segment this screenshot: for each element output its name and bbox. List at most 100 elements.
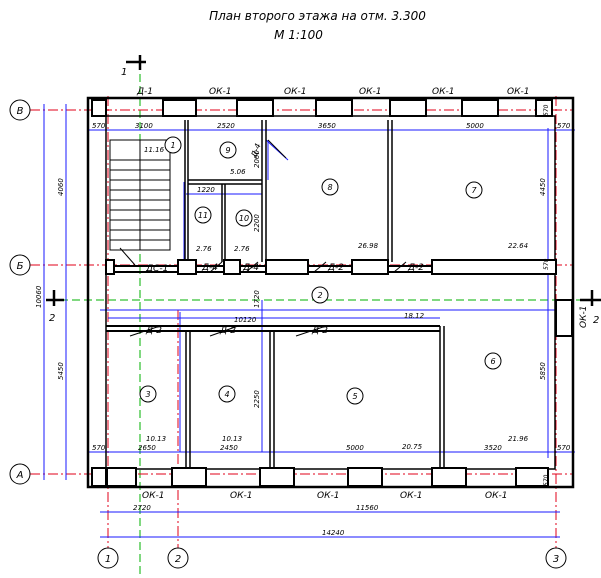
dim-text: 5450: [57, 362, 65, 380]
plan-title: План второго этажа на отм. 3.300: [209, 9, 426, 23]
svg-text:6: 6: [490, 357, 495, 366]
door-label: Д-2: [327, 263, 344, 273]
dim-text: 2000: [253, 150, 261, 168]
dim-text: 2650: [138, 444, 156, 452]
dim-text: 5850: [539, 362, 547, 380]
dim-text: 11560: [356, 504, 379, 512]
dim-text: 570: [92, 444, 106, 452]
dim-text: 14240: [322, 529, 345, 537]
window-label-top: Д-1: [136, 87, 153, 97]
section-mark-right-label: 2: [593, 315, 599, 326]
axis-label-col-2: 2: [175, 554, 181, 565]
door-label: Д-2: [407, 263, 424, 273]
door-label: Д-2: [311, 326, 328, 336]
room-marker: 9: [219, 141, 237, 159]
window-label-bottom: ОК-1: [230, 491, 252, 501]
dim-text: 1720: [253, 290, 261, 308]
dim-text: 570: [557, 122, 571, 130]
window-label-bottom: ОК-1: [317, 491, 339, 501]
room-area: 2.76: [196, 245, 212, 253]
dim-text: 2450: [220, 444, 238, 452]
axis-bubble-row-v: В: [9, 99, 31, 121]
axis-bubble-row-b: Б: [9, 254, 31, 276]
door-label: Д-4: [201, 263, 218, 273]
window-label-top: ОК-1: [209, 87, 231, 97]
dim-text: 3650: [318, 122, 336, 130]
axis-label-col-1: 1: [105, 554, 111, 565]
dim-text: 570: [543, 258, 550, 270]
dim-text: 2200: [253, 214, 261, 232]
room-marker: 7: [465, 181, 483, 199]
axis-label-row-v: В: [17, 106, 24, 117]
axis-label-col-3: 3: [553, 554, 559, 565]
window-label-top: ОК-1: [284, 87, 306, 97]
svg-text:1: 1: [170, 141, 175, 150]
walls: [86, 96, 575, 489]
dim-text: 4060: [57, 178, 65, 196]
room-area: 21.96: [508, 435, 529, 443]
svg-text:2: 2: [317, 291, 322, 300]
svg-text:8: 8: [327, 183, 332, 192]
dim-text: 3520: [484, 444, 502, 452]
section-mark-left-label: 2: [49, 313, 55, 324]
dim-text: 4450: [539, 178, 547, 196]
dim-text: 2720: [133, 504, 151, 512]
openings: [91, 99, 573, 487]
section-mark-right: 2: [580, 290, 601, 326]
window-label-right: ОК-1: [579, 306, 589, 328]
dim-text: 10060: [35, 285, 43, 308]
room-marker: 2: [311, 286, 329, 304]
room-area: 20.75: [402, 443, 423, 451]
dim-text: 570: [543, 104, 550, 116]
room-marker: 4: [218, 385, 236, 403]
door-label: ДС-1: [145, 264, 168, 274]
room-marker: 3: [139, 385, 157, 403]
dim-text: 570: [557, 444, 571, 452]
svg-text:4: 4: [224, 390, 229, 399]
axis-label-row-b: Б: [17, 261, 24, 272]
room-area: 2.76: [234, 245, 250, 253]
room-marker: 1: [164, 136, 182, 154]
dim-text: 570: [543, 474, 550, 486]
section-mark-left: 2: [46, 290, 64, 324]
svg-text:10: 10: [239, 214, 249, 223]
axis-bubble-col-1: 1: [97, 547, 119, 569]
door-label: Д-2: [145, 326, 162, 336]
room-area: 11.16: [144, 146, 165, 154]
room-area: 18.12: [404, 312, 425, 320]
dim-text: 5000: [466, 122, 484, 130]
window-label-top: ОК-1: [359, 87, 381, 97]
room-area: 10.13: [146, 435, 166, 443]
door-label: Д-4: [242, 263, 259, 273]
section-mark-top-label: 1: [121, 67, 127, 78]
window-label-bottom: ОК-1: [142, 491, 164, 501]
axis-bubble-col-3: 3: [545, 547, 567, 569]
svg-text:9: 9: [225, 146, 230, 155]
room-marker: 10: [235, 209, 253, 227]
room-area: 26.98: [358, 242, 379, 250]
dim-text: 3100: [135, 122, 153, 130]
room-area: 10.13: [222, 435, 242, 443]
dim-text: 10120: [234, 316, 257, 324]
dim-text: 5000: [346, 444, 364, 452]
plan-scale: М 1:100: [274, 28, 323, 42]
window-label-top: ОК-1: [432, 87, 454, 97]
room-marker: 8: [321, 178, 339, 196]
window-label-bottom: ОК-1: [400, 491, 422, 501]
dim-text: 1220: [197, 186, 215, 194]
window-label-bottom: ОК-1: [485, 491, 507, 501]
room-marker: 5: [346, 387, 364, 405]
svg-text:11: 11: [198, 211, 208, 220]
dim-text: 570: [92, 122, 106, 130]
room-marker: 11: [194, 206, 212, 224]
axis-label-row-a: А: [16, 470, 24, 481]
window-label-top: ОК-1: [507, 87, 529, 97]
svg-text:5: 5: [352, 392, 357, 401]
staircase: [109, 139, 171, 266]
section-mark-top: 1: [121, 55, 146, 78]
door-label: Д-2: [219, 326, 236, 336]
svg-text:3: 3: [145, 390, 150, 399]
axis-bubble-row-a: А: [9, 463, 31, 485]
door-swings: [129, 139, 407, 337]
